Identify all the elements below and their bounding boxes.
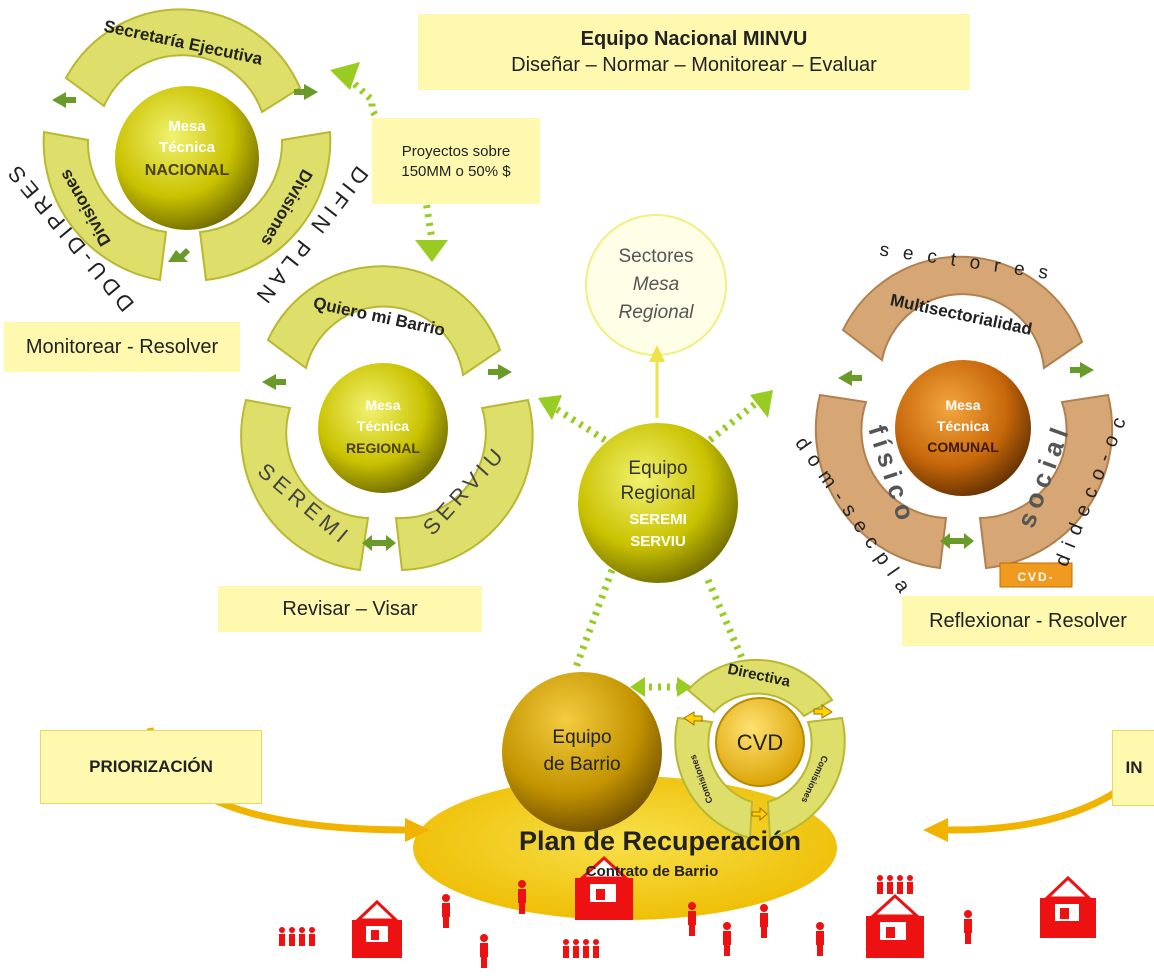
cvd-center-circle (715, 697, 805, 787)
comunal-cycle-arrows (838, 362, 1094, 549)
regional-cycle (240, 265, 534, 572)
priorizacion-box: PRIORIZACIÓN (40, 730, 262, 804)
regional-left-arc-shape (240, 398, 370, 572)
houses (352, 855, 1096, 958)
national-right-arc-shape (198, 130, 332, 282)
priorizacion-arrowhead (405, 818, 430, 842)
person-icon (688, 902, 696, 936)
comunal-center-circle (895, 360, 1031, 496)
national-cycle-arrows (52, 84, 318, 262)
equipo-regional-line1: Equipo (628, 458, 687, 479)
sectores-mesa-regional (585, 214, 727, 418)
sectores-line1: Sectores (619, 246, 694, 267)
regional-action-label: Revisar – Visar (218, 586, 482, 632)
comunal-cycle (814, 255, 1114, 588)
sectores-line3: Regional (619, 302, 695, 323)
person-icon (442, 894, 450, 928)
people-group-icon (279, 927, 315, 946)
comunal-center-line1: Mesa (945, 397, 980, 413)
regional-top-arc-shape (266, 265, 502, 377)
equipo-regional-line4: SERVIU (630, 533, 686, 550)
cvd-center-label: CVD (737, 730, 783, 755)
sectores-line2: Mesa (633, 274, 679, 295)
national-top-arc-shape (64, 8, 302, 114)
cvd-tag-shape (999, 562, 1073, 588)
person-icon (518, 880, 526, 914)
national-center-line1: Mesa (168, 118, 206, 135)
house-icon (1040, 875, 1096, 938)
cvd-right-arc-shape (766, 716, 846, 840)
dotted-connectors (345, 75, 763, 691)
regional-center-line1: Mesa (365, 397, 400, 413)
regional-center-circle (318, 363, 448, 493)
person-icon (816, 922, 824, 956)
header-subtitle: Diseñar – Normar – Monitorear – Evaluar (511, 53, 877, 76)
person-icon (964, 910, 972, 944)
national-left-arc-shape (42, 130, 168, 282)
national-center-circle (115, 86, 259, 230)
sectores-arrowhead (649, 345, 665, 362)
projects-box: Proyectos sobre 150MM o 50% $ (372, 118, 540, 204)
projects-line1: Proyectos sobre (401, 142, 511, 160)
community-icons (279, 875, 972, 968)
right-orange-arrowhead (923, 818, 948, 842)
regional-right-arc-shape (394, 398, 534, 572)
national-cycle (42, 8, 332, 282)
people-group-icon (563, 939, 599, 958)
comunal-center-line2: Técnica (937, 418, 989, 434)
equipo-barrio-circle (502, 672, 662, 832)
house-icon (352, 899, 402, 958)
person-icon (760, 904, 768, 938)
national-center-line2: Técnica (159, 139, 216, 156)
equipo-regional-circle (578, 423, 738, 583)
comunal-right-arc-shape (978, 393, 1114, 570)
comunal-center-line3: COMUNAL (927, 439, 999, 455)
header-title: Equipo Nacional MINVU (580, 27, 808, 50)
equipo-barrio-line2: de Barrio (543, 754, 620, 775)
comunal-action-label: Reflexionar - Resolver (902, 596, 1154, 646)
equipo-barrio-line1: Equipo (552, 727, 611, 748)
house-icon (575, 855, 633, 920)
cvd-cycle-arrows (683, 704, 833, 822)
cvd-cycle (674, 658, 846, 840)
equipo-regional-line3: SEREMI (629, 511, 687, 528)
comunal-left-arc-shape (814, 393, 948, 570)
cvd-left-arc-shape (674, 716, 754, 840)
person-icon (480, 934, 488, 968)
national-action-label: Monitorear - Resolver (4, 322, 240, 372)
house-icon (866, 893, 924, 958)
plan-title: Plan de Recuperación (519, 826, 801, 856)
person-icon (723, 922, 731, 956)
plan-subtitle: Contrato de Barrio (586, 863, 719, 880)
right-partial-box: IN (1112, 730, 1154, 806)
regional-center-line2: Técnica (357, 418, 409, 434)
people-group-icon (877, 875, 913, 894)
national-center-line3: NACIONAL (145, 162, 230, 179)
equipo-regional-line2: Regional (621, 483, 696, 504)
comunal-top-arc-shape (841, 255, 1084, 370)
cvd-tag-label: CVD- (1017, 570, 1054, 584)
regional-center-line3: REGIONAL (346, 440, 420, 456)
dotted-arrowheads (330, 62, 773, 697)
header-box: Equipo Nacional MINVU Diseñar – Normar –… (418, 14, 970, 90)
projects-line2: 150MM o 50% $ (401, 162, 511, 180)
cvd-top-arc-shape (686, 658, 834, 718)
regional-cycle-arrows (262, 364, 512, 551)
